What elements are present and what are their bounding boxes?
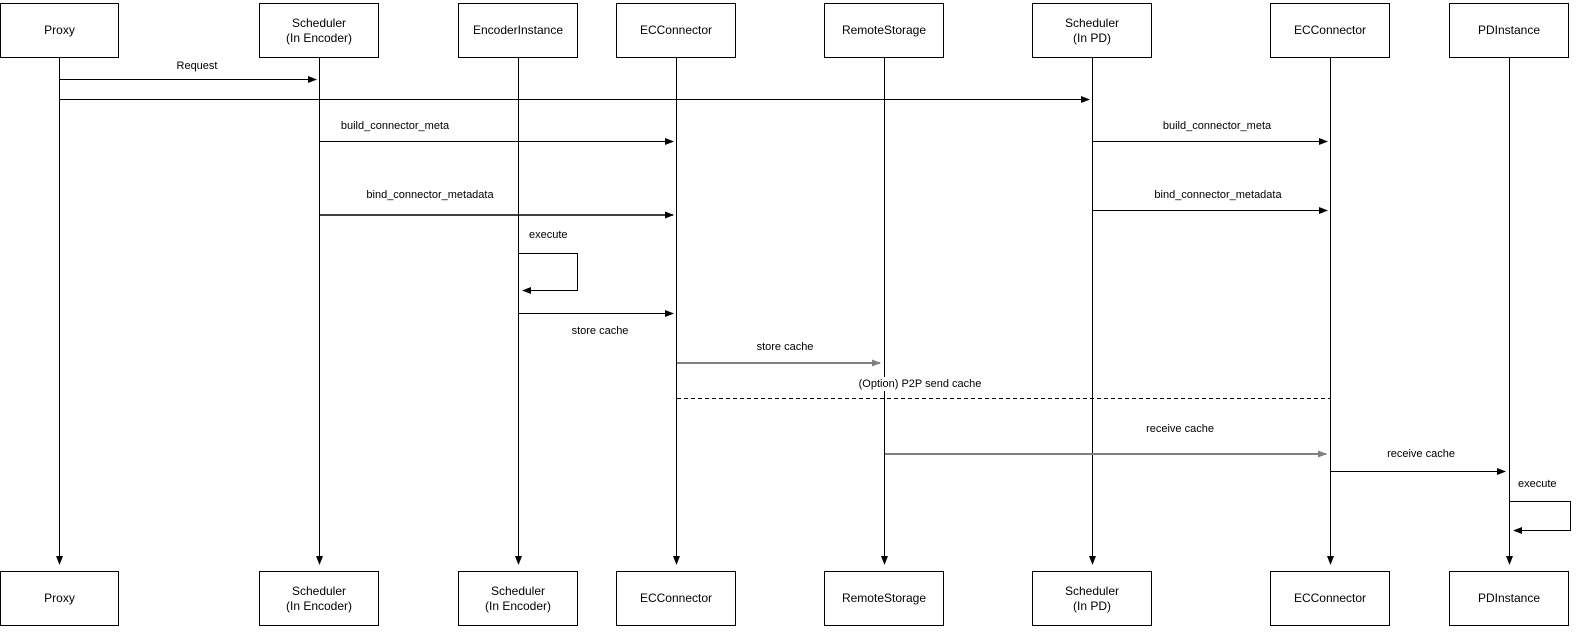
- actor-box-ec-connector-pd-top: ECConnector: [1270, 3, 1390, 58]
- actor-box-scheduler-encoder-top: Scheduler (In Encoder): [259, 3, 379, 58]
- actor-box-ec-connector-bottom: ECConnector: [616, 571, 736, 626]
- message-label-execute-encoder: execute: [527, 228, 570, 242]
- actor-box-encoder-instance-bottom: Scheduler (In Encoder): [458, 571, 578, 626]
- message-label-store-cache-1: store cache: [569, 324, 631, 338]
- message-label-request: Request: [174, 59, 220, 73]
- actor-box-encoder-instance-top: EncoderInstance: [458, 3, 578, 58]
- arrow-execute-self-encoder: [519, 253, 578, 294]
- actor-box-proxy-top: Proxy: [0, 3, 119, 58]
- actor-box-scheduler-pd-top: Scheduler (In PD): [1032, 3, 1152, 58]
- message-label-execute-pd: execute: [1516, 477, 1559, 491]
- actor-box-remote-storage-bottom: RemoteStorage: [824, 571, 944, 626]
- actor-box-proxy-bottom: Proxy: [0, 571, 119, 626]
- actor-box-scheduler-pd-bottom: Scheduler (In PD): [1032, 571, 1152, 626]
- actor-box-pd-instance-bottom: PDInstance: [1449, 571, 1569, 626]
- actor-box-ec-connector-pd-bottom: ECConnector: [1270, 571, 1390, 626]
- actor-box-ec-connector-top: ECConnector: [616, 3, 736, 58]
- message-label-p2p-send-cache: (Option) P2P send cache: [856, 377, 984, 391]
- message-label-bind-connector-metadata-left: bind_connector_metadata: [364, 188, 496, 202]
- message-label-bind-connector-metadata-right: bind_connector_metadata: [1152, 188, 1284, 202]
- actor-box-scheduler-encoder-bottom: Scheduler (In Encoder): [259, 571, 379, 626]
- arrow-execute-self-pd: [1510, 501, 1571, 534]
- message-label-build-connector-meta-left: build_connector_meta: [338, 119, 452, 133]
- message-label-receive-cache-2: receive cache: [1385, 447, 1457, 461]
- actor-box-pd-instance-top: PDInstance: [1449, 3, 1569, 58]
- actor-box-remote-storage-top: RemoteStorage: [824, 3, 944, 58]
- message-label-build-connector-meta-right: build_connector_meta: [1160, 119, 1274, 133]
- message-label-store-cache-2: store cache: [754, 340, 816, 354]
- message-label-receive-cache-1: receive cache: [1144, 422, 1216, 436]
